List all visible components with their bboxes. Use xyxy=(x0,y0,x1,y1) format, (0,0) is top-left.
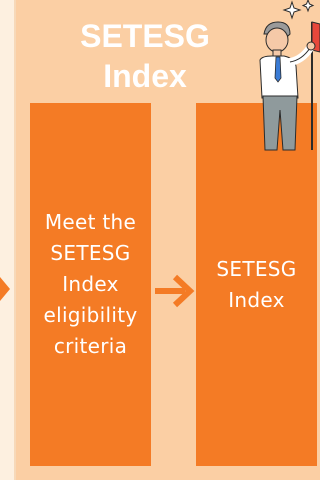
title-line-1: SETESG xyxy=(80,18,210,54)
eligibility-criteria-text: Meet the SETESG Index eligibility criter… xyxy=(43,210,138,358)
setesg-index-box: SETESG Index xyxy=(196,103,317,466)
incoming-arrow-icon xyxy=(0,277,10,301)
title-line-2: Index xyxy=(103,58,187,94)
panel-title: SETESG Index xyxy=(70,16,220,96)
person-holding-flag-icon xyxy=(259,0,320,151)
setesg-index-text: SETESG Index xyxy=(216,256,297,312)
right-arrow-icon xyxy=(155,274,195,308)
eligibility-criteria-box: Meet the SETESG Index eligibility criter… xyxy=(30,103,151,466)
